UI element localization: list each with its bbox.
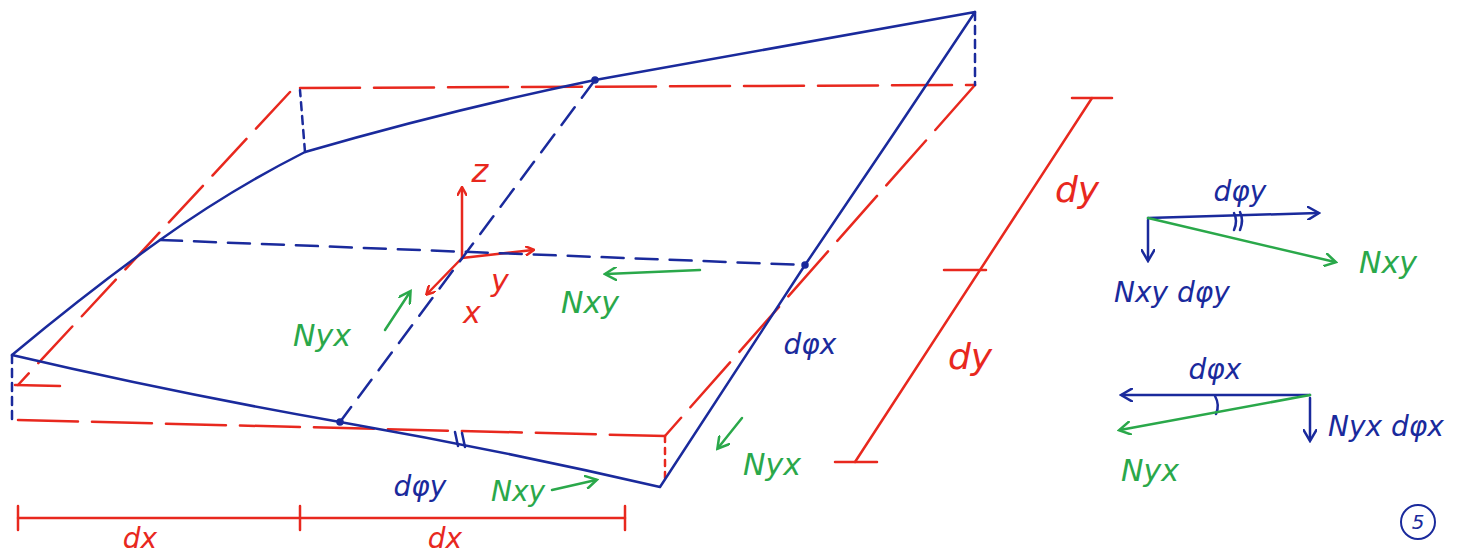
drawing-label: Nxy — [561, 286, 619, 319]
drawing-label: Nxy — [491, 477, 545, 508]
drawing-label: Nxy — [1359, 246, 1417, 279]
drawing-label: dx — [428, 524, 462, 555]
drawing-label: dy — [1055, 170, 1099, 210]
drawing-label: dx — [123, 524, 157, 555]
drawing-label: Nxy dφy — [1114, 278, 1230, 309]
drawing-label: z — [472, 154, 489, 189]
drawing-label: dφy — [1214, 177, 1267, 208]
page-number-circle: 5 — [1400, 504, 1436, 540]
drawing-label: Nyx — [743, 448, 801, 481]
drawing-label: dφx — [1189, 355, 1242, 386]
page-number: 5 — [1412, 510, 1425, 534]
drawing-label: dy — [948, 337, 992, 377]
drawing-label: dφy — [394, 472, 447, 503]
drawing-label: y — [491, 264, 509, 297]
drawing-label: dφx — [784, 330, 837, 361]
drawing-label: Nyx dφx — [1328, 412, 1444, 443]
drawing-label: Nyx — [293, 319, 351, 352]
drawing-label: x — [463, 296, 481, 329]
drawing-label: Nyx — [1121, 454, 1179, 487]
